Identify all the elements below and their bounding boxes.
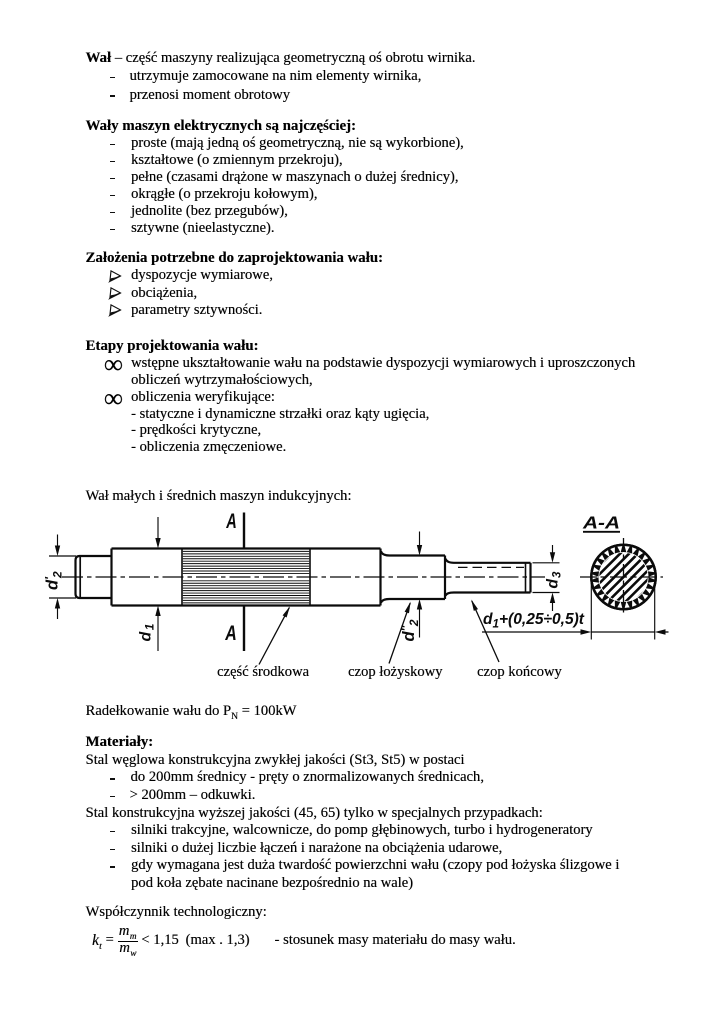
svg-text:d3: d3 bbox=[545, 571, 564, 589]
svg-text:A: A bbox=[226, 509, 237, 533]
svg-text:d1+(0,25÷0,5)t: d1+(0,25÷0,5)t bbox=[483, 611, 585, 631]
svg-text:d′2: d′2 bbox=[42, 571, 64, 590]
svg-text:d″2: d″2 bbox=[399, 619, 421, 641]
svg-text:A-A: A-A bbox=[582, 512, 620, 532]
svg-text:A: A bbox=[225, 621, 237, 645]
svg-text:d1: d1 bbox=[137, 622, 156, 641]
